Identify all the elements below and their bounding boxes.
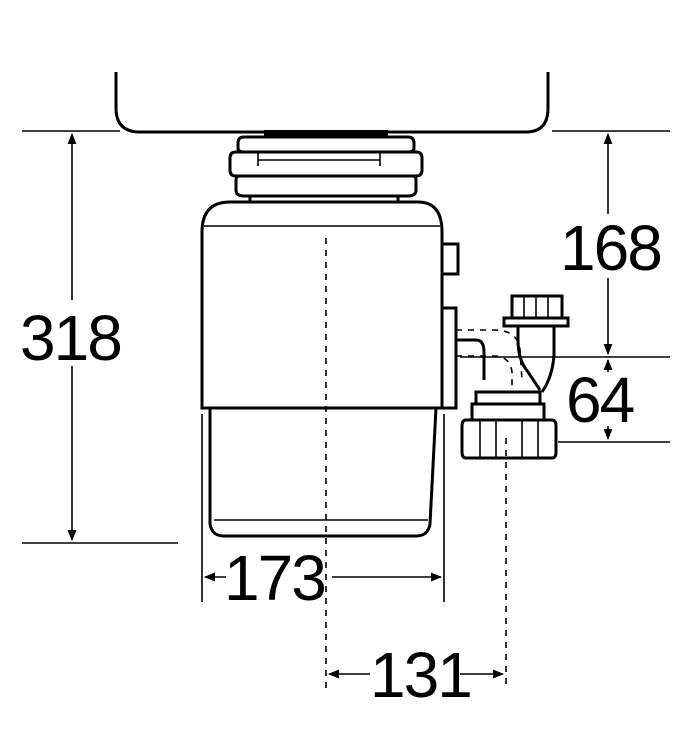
outlet-pipe	[456, 294, 570, 460]
dimension-173-label: 173	[224, 542, 325, 614]
disposer-body	[200, 200, 460, 538]
dimension-131-label: 131	[370, 639, 471, 711]
center-lines	[325, 238, 507, 690]
dimension-64: 64	[558, 358, 670, 443]
dimension-64-label: 64	[566, 364, 634, 436]
mounting-collar	[228, 130, 424, 204]
dimension-173: 173	[201, 414, 445, 614]
dimension-168-label: 168	[560, 212, 661, 284]
sink-basin	[114, 72, 550, 134]
dimension-168: 168	[460, 130, 670, 358]
dimension-131: 131	[327, 639, 505, 711]
dimension-318: 318	[20, 130, 178, 544]
dimension-318-label: 318	[20, 302, 121, 374]
